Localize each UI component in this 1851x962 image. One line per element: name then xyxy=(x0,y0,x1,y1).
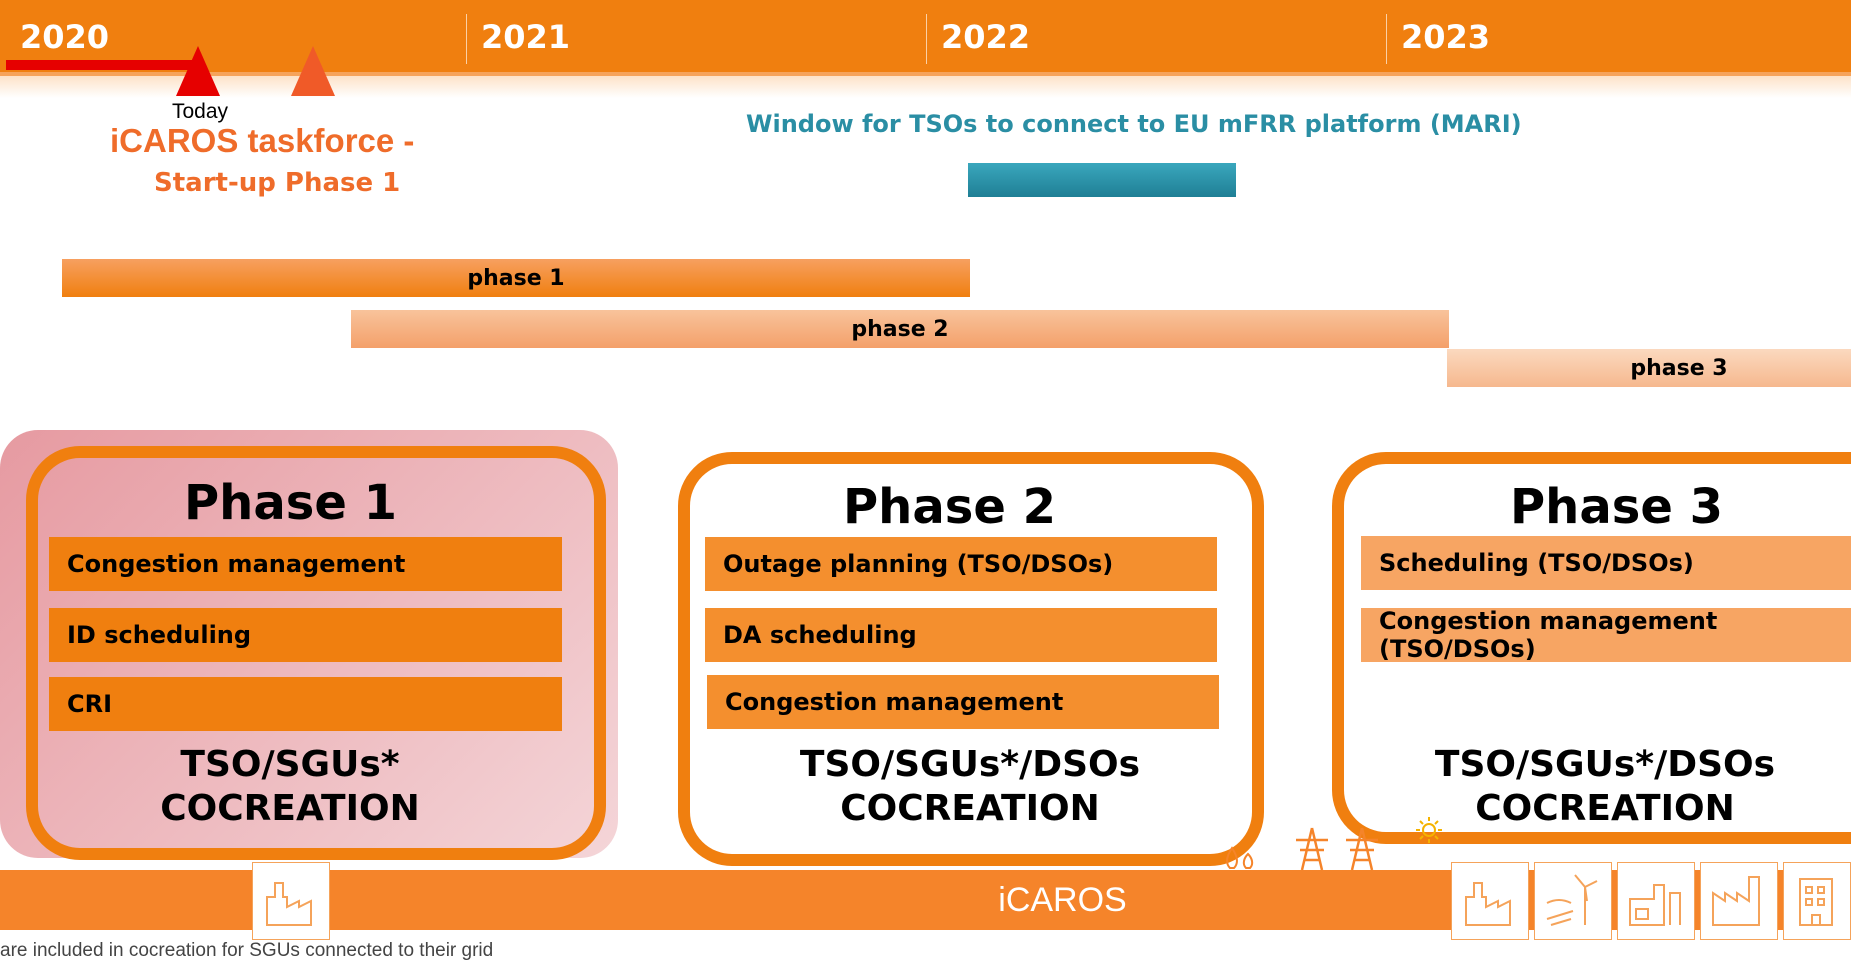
icaros-label: iCAROS xyxy=(998,880,1127,919)
sun-icon xyxy=(1416,817,1442,843)
phase-1-stakeholders: TSO/SGUs* xyxy=(180,744,400,785)
year-label: 2023 xyxy=(1401,18,1491,56)
footnote: are included in cocreation for SGUs conn… xyxy=(0,940,494,961)
phase-3-item: Scheduling (TSO/DSOs) xyxy=(1361,536,1851,590)
phase-3-item: Congestion management (TSO/DSOs) xyxy=(1361,607,1851,663)
phase-1-bar-label: phase 1 xyxy=(467,265,565,291)
year-label: 2020 xyxy=(20,18,110,56)
phase-3-cocreation: COCREATION xyxy=(1475,788,1735,829)
phase-1-title: Phase 1 xyxy=(184,475,397,531)
phase-1-cocreation: COCREATION xyxy=(160,788,420,829)
power-plant-icon xyxy=(1451,862,1529,940)
power-plant-icon xyxy=(252,862,330,940)
industrial-building-icon xyxy=(1700,862,1778,940)
phase-3-bar: phase 3 xyxy=(1447,349,1851,387)
phase-2-item: Congestion management xyxy=(707,675,1219,729)
phase-3-title: Phase 3 xyxy=(1510,479,1723,535)
wind-solar-icon xyxy=(1534,862,1612,940)
phase-2-item: Outage planning (TSO/DSOs) xyxy=(705,537,1217,591)
phase-2-title: Phase 2 xyxy=(843,479,1056,535)
phase-3-stakeholders: TSO/SGUs*/DSOs xyxy=(1434,744,1776,785)
year-divider xyxy=(926,14,927,64)
taskforce-subtitle: Start-up Phase 1 xyxy=(154,168,401,198)
factory-icon xyxy=(1617,862,1695,940)
taskforce-milestone-icon xyxy=(291,46,335,96)
mari-window-bar xyxy=(968,163,1236,197)
office-building-icon xyxy=(1783,862,1851,940)
today-label: Today xyxy=(172,100,229,123)
year-label: 2021 xyxy=(481,18,571,56)
phase-2-item: DA scheduling xyxy=(705,608,1217,662)
phase-2-stakeholders: TSO/SGUs*/DSOs xyxy=(799,744,1141,785)
year-label: 2022 xyxy=(941,18,1031,56)
phase-2-bar-label: phase 2 xyxy=(851,316,949,342)
today-marker-icon xyxy=(176,46,220,96)
power-pylon-icon xyxy=(1346,827,1378,871)
elapsed-progress-bar xyxy=(6,60,201,70)
power-pylon-icon xyxy=(1296,827,1328,871)
mari-window-label: Window for TSOs to connect to EU mFRR pl… xyxy=(746,110,1522,138)
timeline-shadow xyxy=(0,76,1851,98)
year-divider xyxy=(1386,14,1387,64)
phase-1-item: CRI xyxy=(49,677,562,731)
phase-1-panel xyxy=(26,446,606,860)
phase-2-cocreation: COCREATION xyxy=(840,788,1100,829)
year-timeline-bar: 2020 2021 2022 2023 xyxy=(0,0,1851,76)
year-divider xyxy=(466,14,467,64)
phase-1-item: Congestion management xyxy=(49,537,562,591)
phase-1-bar: phase 1 xyxy=(62,259,970,297)
phase-2-bar: phase 2 xyxy=(351,310,1449,348)
taskforce-title: iCAROS taskforce - xyxy=(110,122,415,159)
phase-3-bar-label: phase 3 xyxy=(1630,355,1728,381)
phase-1-item: ID scheduling xyxy=(49,608,562,662)
water-drops-icon xyxy=(1225,846,1254,869)
